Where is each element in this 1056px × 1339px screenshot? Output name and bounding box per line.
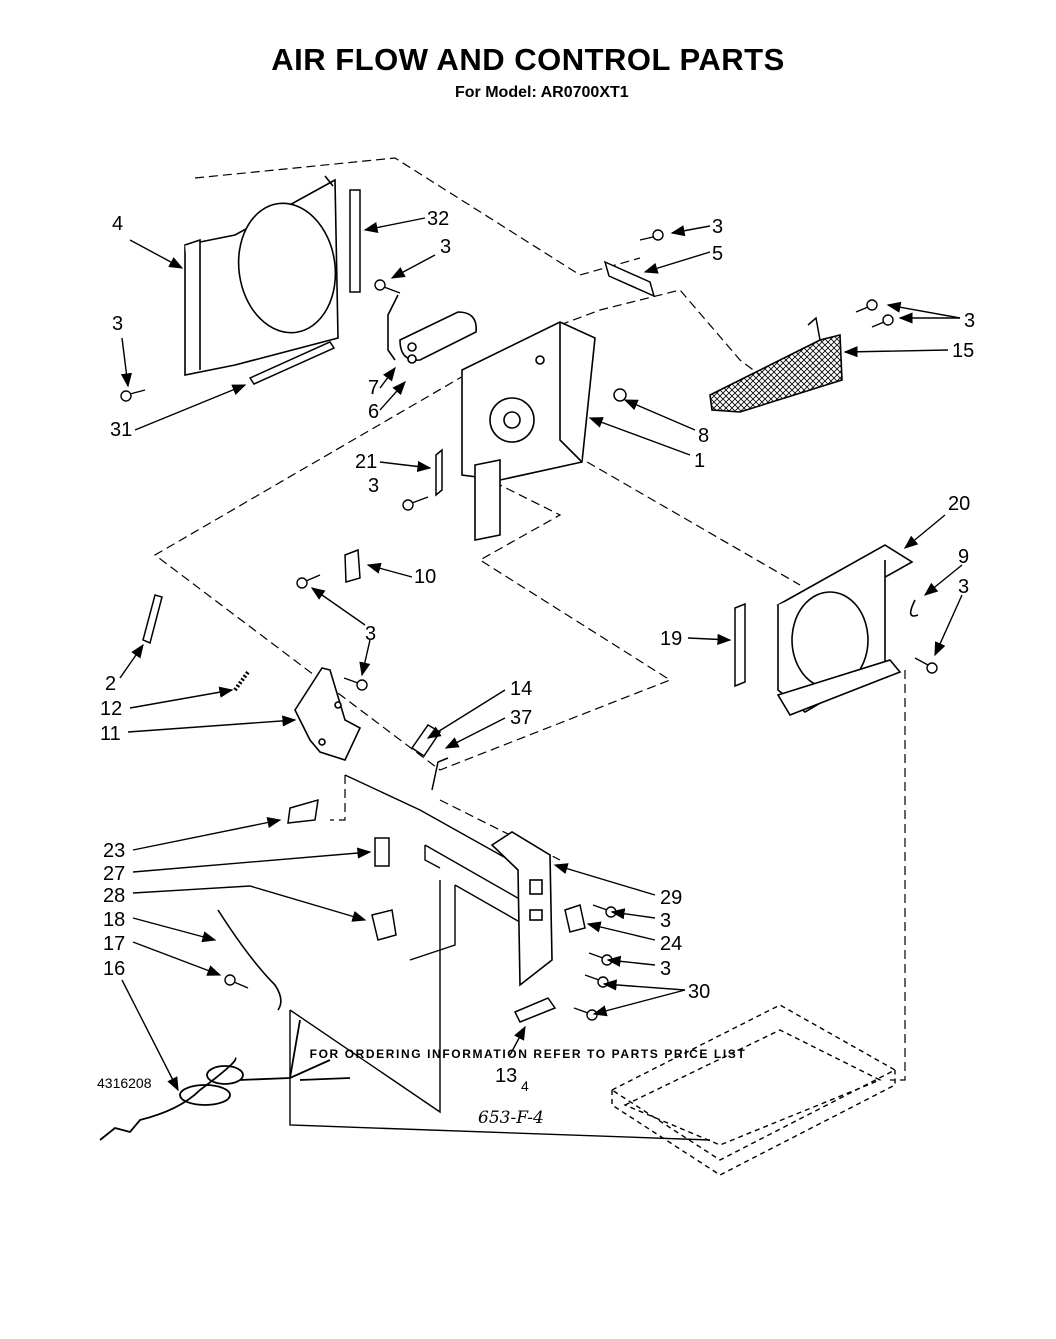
part-32-seal-strip <box>349 189 361 293</box>
part-18-ground-wire <box>217 909 282 1011</box>
callout-9: 9 <box>958 546 969 568</box>
screw-icon <box>343 677 368 691</box>
part-31-seal-strip <box>248 341 336 385</box>
page-title: AIR FLOW AND CONTROL PARTS <box>271 42 785 77</box>
callout-4: 4 <box>112 213 123 235</box>
callout-15: 15 <box>952 340 974 362</box>
screw-icon <box>296 574 321 589</box>
callout-7: 7 <box>368 377 379 399</box>
callout-1: 1 <box>694 450 705 472</box>
callout-3: 3 <box>712 216 723 238</box>
screw-icon <box>914 657 938 674</box>
callout-3: 3 <box>660 910 671 932</box>
callout-16: 16 <box>103 958 125 980</box>
callout-3: 3 <box>440 236 451 258</box>
callout-30: 30 <box>688 981 710 1003</box>
callout-3: 3 <box>660 958 671 980</box>
callout-27: 27 <box>103 863 125 885</box>
part-6-capacitor <box>399 311 477 364</box>
part-12-thermostat-bulb <box>233 670 250 692</box>
callout-3: 3 <box>112 313 123 335</box>
base-pan <box>610 1004 897 1176</box>
callout-14: 14 <box>510 678 532 700</box>
screw-icon <box>402 496 429 511</box>
part-28-switch <box>371 909 397 941</box>
part-37-wire-clip <box>431 757 449 791</box>
part-20-rear-shroud <box>776 544 914 716</box>
part-16-power-cord <box>99 1019 351 1141</box>
callout-3: 3 <box>368 475 379 497</box>
part-27-connector <box>374 837 390 867</box>
callout-23: 23 <box>103 840 125 862</box>
part-4-shroud-panel <box>184 175 339 376</box>
part-7-capacitor-strap <box>387 294 399 361</box>
screw-icon <box>592 904 617 918</box>
callout-20: 20 <box>948 493 970 515</box>
callout-11: 11 <box>100 723 121 745</box>
screw-icon <box>588 952 613 966</box>
callout-37: 37 <box>510 707 532 729</box>
part-14-clip <box>410 724 442 758</box>
part-1-motor-bulkhead <box>461 321 596 541</box>
screw-icon <box>120 389 146 402</box>
callout-labels: 4 32 3 3 5 3 15 3 31 7 6 8 1 21 3 20 10 … <box>100 208 975 1087</box>
callout-3: 3 <box>958 576 969 598</box>
callout-5: 5 <box>712 243 723 265</box>
part-21-clip <box>435 448 443 497</box>
part-13-knob <box>513 997 557 1023</box>
part-29-control-bracket <box>490 831 553 987</box>
part-24-switch <box>564 904 586 933</box>
callout-8: 8 <box>698 425 709 447</box>
callout-21: 21 <box>355 451 377 473</box>
part-2-tube <box>142 594 163 645</box>
part-19-bracket <box>734 602 746 688</box>
screw-icon <box>584 974 609 988</box>
model-subtitle: For Model: AR0700XT1 <box>455 84 629 101</box>
callout-32: 32 <box>427 208 449 230</box>
part-15-grille <box>709 316 843 413</box>
ordering-info-note: FOR ORDERING INFORMATION REFER TO PARTS … <box>309 1047 747 1061</box>
callout-3: 3 <box>365 623 376 645</box>
callout-24: 24 <box>660 933 682 955</box>
callout-6: 6 <box>368 401 379 423</box>
callout-31: 31 <box>110 419 132 441</box>
callout-17: 17 <box>103 933 125 955</box>
screw-icon <box>374 279 401 294</box>
part-11-bracket <box>294 667 362 761</box>
screw-icon <box>224 974 249 989</box>
page-number: 4 <box>521 1078 529 1094</box>
screw-icon <box>639 229 664 241</box>
document-number: 4316208 <box>97 1075 152 1091</box>
part-10-clip <box>344 548 361 583</box>
screw-icon <box>855 299 878 313</box>
screw-icon <box>573 1007 598 1021</box>
callout-12: 12 <box>100 698 122 720</box>
callout-3: 3 <box>964 310 975 332</box>
part-5-bracket <box>603 260 656 298</box>
callout-29: 29 <box>660 887 682 909</box>
handwritten-code: 653-F-4 <box>478 1108 544 1128</box>
screw-icon <box>871 314 894 328</box>
callout-2: 2 <box>105 673 116 695</box>
callout-19: 19 <box>660 628 682 650</box>
part-9-clip <box>909 599 919 617</box>
part-8-nut <box>613 388 627 402</box>
callout-18: 18 <box>103 909 125 931</box>
screw-fasteners <box>120 229 938 1021</box>
callout-13: 13 <box>495 1065 517 1087</box>
part-23-clip <box>287 798 319 824</box>
callout-10: 10 <box>414 566 436 588</box>
callout-leaders <box>119 217 963 1092</box>
callout-28: 28 <box>103 885 125 907</box>
